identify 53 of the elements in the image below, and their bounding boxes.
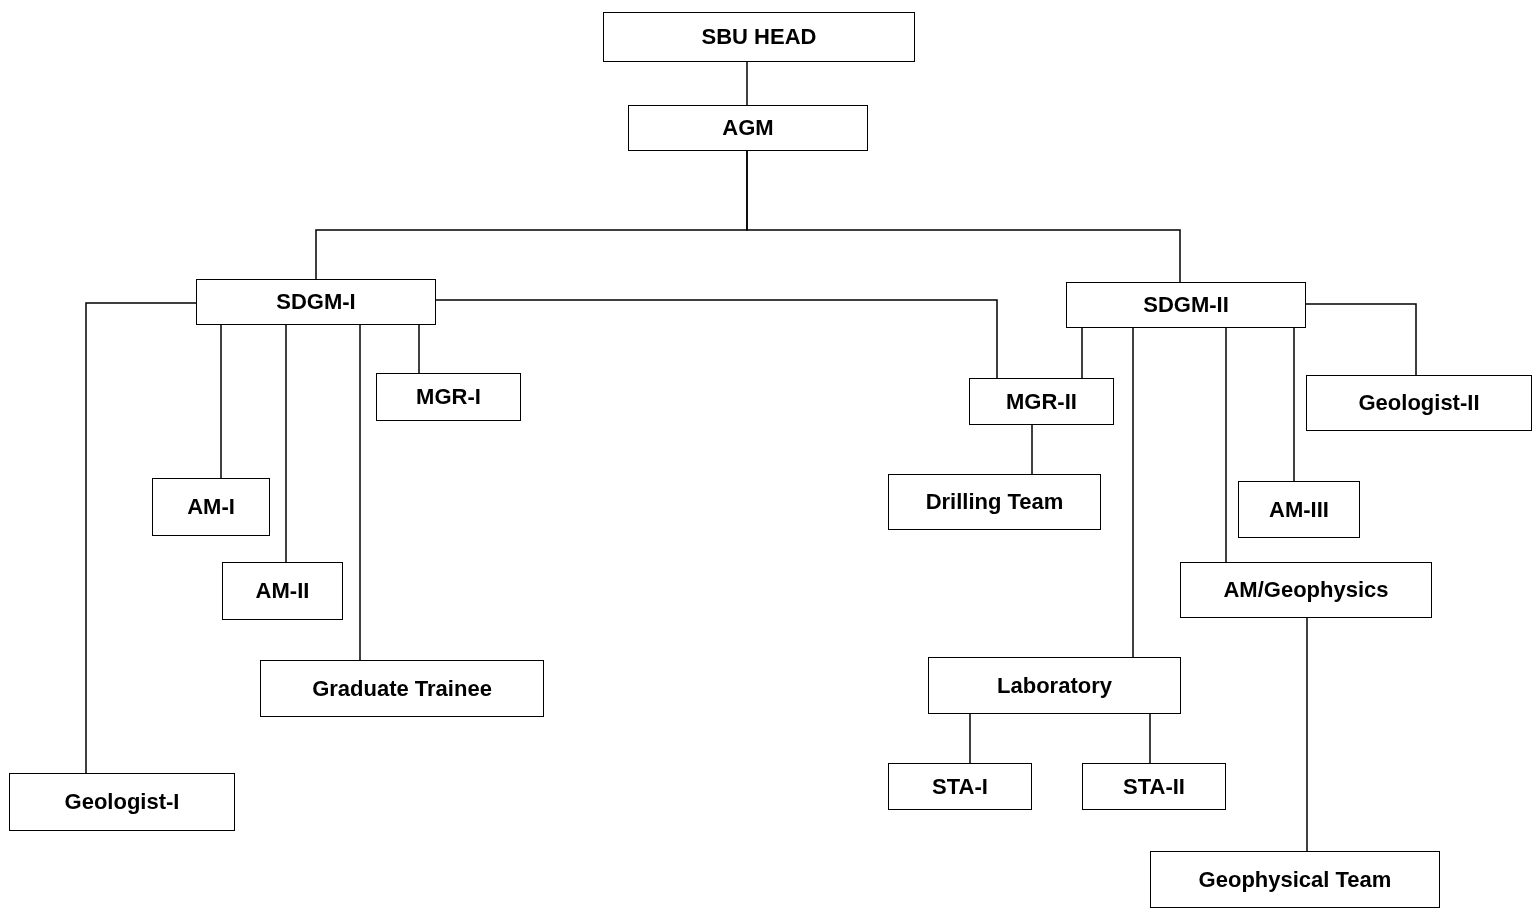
role-label: Geologist-I (64, 789, 180, 815)
connector-line (969, 713, 971, 764)
org-box (1066, 282, 1306, 328)
org-box (260, 660, 544, 717)
connector-line (418, 324, 420, 374)
role-label: AGM (722, 115, 774, 141)
org-box (888, 474, 1101, 530)
org-box (1306, 375, 1532, 431)
org-box (603, 12, 915, 62)
org-box (222, 562, 343, 620)
role-label: Laboratory (997, 672, 1112, 699)
connector-line (746, 61, 748, 106)
role-label: MGR-I (416, 384, 481, 410)
org-box (196, 279, 436, 325)
org-box (628, 105, 868, 151)
org-box (1180, 562, 1432, 618)
role-label: AM/Geophysics (1223, 577, 1389, 603)
role-label: SBU HEAD (701, 24, 817, 50)
connector-line (1305, 303, 1417, 376)
connector-line (746, 150, 1181, 283)
connector-line (1293, 327, 1295, 482)
role-label: Graduate Trainee (312, 675, 492, 702)
role-label: STA-II (1123, 773, 1185, 800)
role-label: SDGM-I (276, 289, 356, 315)
role-label: SDGM-II (1143, 292, 1229, 318)
connector-line (1081, 327, 1083, 379)
connector-line (285, 324, 287, 563)
role-label: STA-I (932, 773, 988, 800)
connector-line (1031, 424, 1033, 475)
org-box (969, 378, 1114, 425)
connector-line (220, 324, 222, 479)
org-box (152, 478, 270, 536)
org-box (1238, 481, 1360, 538)
connector-line (1225, 327, 1227, 563)
role-label: Geophysical Team (1198, 866, 1392, 893)
org-box (1150, 851, 1440, 908)
role-label: Geologist-II (1358, 390, 1480, 416)
org-box (888, 763, 1032, 810)
org-box (9, 773, 235, 831)
role-label: AM-II (255, 578, 310, 604)
org-box (376, 373, 521, 421)
org-box (928, 657, 1181, 714)
connector-line (1306, 617, 1308, 852)
connector-line (359, 324, 361, 661)
role-label: MGR-II (1006, 388, 1077, 415)
connector-line (1132, 327, 1134, 658)
role-label: AM-III (1269, 496, 1329, 523)
connector-line (85, 302, 197, 774)
connector-line (1149, 713, 1151, 764)
connector-line (435, 299, 998, 379)
org-box (1082, 763, 1226, 810)
role-label: AM-I (187, 494, 235, 520)
role-label: Drilling Team (925, 489, 1064, 515)
